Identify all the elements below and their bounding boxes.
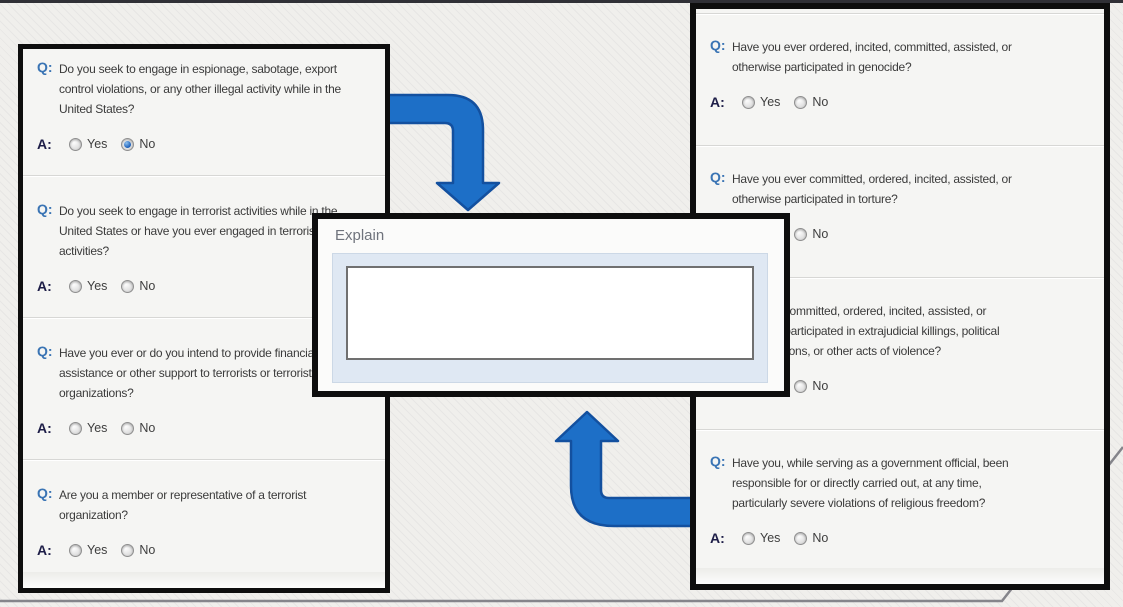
question-text: Have you, while serving as a government … [732,456,1009,510]
radio-no[interactable] [794,95,808,109]
explain-field-group [332,253,768,383]
question-text: Have you ever committed, ordered, incite… [732,172,1012,206]
question-text: Are you a member or representative of a … [59,488,307,522]
answer-row: A: Yes No [710,93,1098,111]
question-divider [696,581,1104,583]
answer-prefix: A: [37,420,52,436]
question-block: Q: Have you ever ordered, incited, commi… [696,37,1104,147]
radio-yes-label: Yes [87,421,108,435]
question-row: Q: Have you, while serving as a governme… [710,453,1098,513]
radio-yes[interactable] [742,531,755,545]
radio-yes-label: Yes [760,95,781,109]
question-row: Q: Do you seek to engage in espionage, s… [37,59,379,119]
answer-row: A: Yes No [710,529,1098,547]
question-text: Do you seek to engage in espionage, sabo… [59,62,341,116]
question-prefix: Q: [37,343,53,359]
radio-yes[interactable] [69,543,82,557]
radio-no-label: No [812,95,829,109]
question-row: Q: Have you ever or do you intend to pro… [37,343,379,403]
answer-row: A: Yes No [37,135,379,153]
question-block: Q: Do you seek to engage in terrorist ac… [23,201,385,319]
radio-no-label: No [812,531,829,545]
question-prefix: Q: [37,485,53,501]
flow-arrow-down-icon [384,93,501,212]
explain-textarea[interactable] [346,266,754,360]
question-block: Q: Are you a member or representative of… [23,485,385,583]
question-text: Do you seek to engage in terrorist activ… [59,204,338,258]
slide-top-edge [0,0,1123,3]
radio-no[interactable] [121,543,135,557]
answer-row: A: Yes No [37,541,379,559]
radio-no-label: No [812,379,829,393]
question-divider [696,13,1104,15]
radio-yes[interactable] [742,95,755,109]
answer-prefix: A: [710,530,725,546]
answer-prefix: A: [37,278,52,294]
question-prefix: Q: [710,169,726,185]
question-divider [23,581,385,583]
explain-dialog: Explain [312,213,790,397]
radio-no-label: No [812,227,829,241]
radio-yes-label: Yes [760,531,781,545]
question-block: Q: Have you, while serving as a governme… [696,453,1104,583]
answer-row: A: Yes No [37,277,379,295]
question-divider [23,175,385,177]
question-prefix: Q: [710,453,726,469]
question-row: Q: Are you a member or representative of… [37,485,379,525]
question-row: Q: Do you seek to engage in terrorist ac… [37,201,379,261]
question-divider [23,459,385,461]
radio-no-label: No [139,137,156,151]
answer-row: A: Yes No [37,419,379,437]
question-divider [696,277,1104,279]
question-row: Q: Have you ever ordered, incited, commi… [710,37,1098,77]
question-text: Have you ever ordered, incited, committe… [732,40,1012,74]
question-block: Q: Do you seek to engage in espionage, s… [23,59,385,177]
question-text: Have you ever or do you intend to provid… [59,346,317,400]
answer-prefix: A: [710,94,725,110]
radio-no-label: No [139,543,156,557]
answer-prefix: A: [37,542,52,558]
radio-no[interactable] [121,279,135,293]
question-divider [696,145,1104,147]
radio-no[interactable] [794,531,808,545]
radio-no[interactable] [121,421,135,435]
question-divider [23,317,385,319]
radio-yes[interactable] [69,279,82,293]
answer-prefix: A: [37,136,52,152]
explain-dialog-title: Explain [335,227,385,244]
question-prefix: Q: [710,37,726,53]
radio-no[interactable] [794,379,808,393]
radio-yes[interactable] [69,137,82,151]
radio-yes-label: Yes [87,543,108,557]
question-divider [696,429,1104,431]
radio-yes[interactable] [69,421,82,435]
radio-no[interactable] [794,227,808,241]
radio-no-label: No [139,279,156,293]
flow-arrow-up-icon [554,410,694,528]
radio-no[interactable] [121,137,135,151]
question-prefix: Q: [37,201,53,217]
question-prefix: Q: [37,59,53,75]
radio-yes-label: Yes [87,137,108,151]
question-row: Q: Have you ever committed, ordered, inc… [710,169,1098,209]
radio-yes-label: Yes [87,279,108,293]
radio-no-label: No [139,421,156,435]
